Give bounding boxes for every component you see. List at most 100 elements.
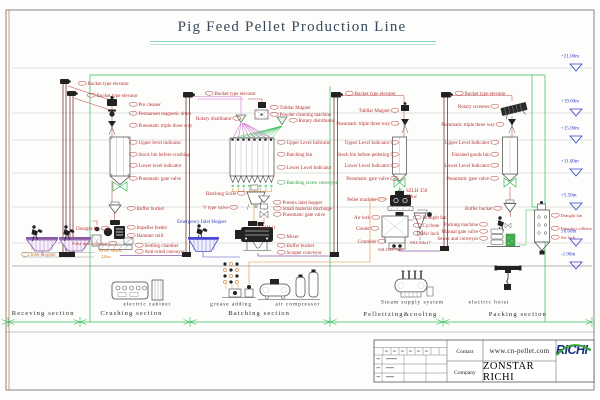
label-draught-fan: Draught fan [412,214,481,226]
inlet-hoppers-icon [26,237,91,252]
label-cyclone: Cyclone [412,222,466,234]
tag-oval-icon [270,112,279,117]
label-air-lock: Air lock [412,230,466,242]
tag-oval-icon [413,231,422,236]
tag-oval-icon [129,123,138,128]
tag-oval-icon [129,102,138,107]
tag-oval-icon [490,152,499,157]
richi-logo-swoosh [556,344,591,356]
tag-oval-icon [237,191,246,196]
tag-oval-icon [108,241,117,246]
label-pneumatic-gate-valve: Pneumatic gate valve [293,175,400,187]
elevation-triangle-icon [569,104,583,122]
label-pre-cleaner: Pre cleaner [128,101,194,113]
mixer-icon [235,221,273,251]
tag-oval-icon [21,252,30,257]
label-air-lock: Air lock [327,214,381,226]
tag-oval-icon [495,122,504,127]
title-block-grid [373,339,595,383]
label-buffer-bucket: Buffer bucket [427,205,503,217]
tag-oval-icon [289,118,298,123]
label-sfsp-66x80: SFSP. 66x80 [99,248,123,253]
tag-oval-icon [129,152,138,157]
tag-oval-icon [273,212,282,217]
elevation-5-50m: +5.50m [561,192,577,198]
elevation-21-00m: +21.00m [561,53,579,59]
label-batching-bin: Batching bin [276,151,348,163]
label-draught-fan: Draught fan [76,225,145,237]
titleblock-contact-label: Contact [456,347,474,355]
tag-oval-icon [479,229,488,234]
tag-oval-icon [277,140,286,145]
tag-oval-icon [87,93,96,98]
label-sewer-and-conveyor: Sewer and conveyor [386,235,489,247]
label-permanent-magnetic-drum: Permanent magnetic drum [128,110,255,122]
label-pneumatic-triple-three-way: Pneumatic triple three way [128,122,256,134]
titleblock-company-value: ZONSTAR RICHI [483,361,535,383]
equipment-icons [26,95,550,301]
label-premix-inlet-hopper: Premix inlet hopper [272,199,372,211]
pelletizing-icons [381,102,432,250]
tag-oval-icon [129,163,138,168]
label-buffer-bucket: Buffer bucket [126,205,202,217]
label-v-type-valve: V type valve [203,204,275,216]
tag-oval-icon [129,176,138,181]
label-sshj-1t: SSHJ.1t [259,225,276,231]
tag-oval-icon [78,81,87,86]
tag-oval-icon [127,233,136,238]
label-upper-level-indicator: Upper Level Indicator [390,139,500,151]
drawing-frame [5,9,595,391]
label-upper-level-indicator: Upper Level Indicator [276,139,386,151]
label-mixer: Mixer [276,233,321,245]
label-55kw: 55kw [406,194,418,200]
elevation-11-00m: +11.00m [561,158,579,164]
tag-oval-icon [413,223,422,228]
tag-oval-icon [277,234,286,239]
tag-oval-icon [273,206,282,211]
tag-oval-icon [277,165,286,170]
label-batching-scale: Batching Scale [206,190,287,202]
tag-oval-icon [490,140,499,145]
label-pellet-machine: Pellet machine [307,196,387,208]
tag-oval-icon [479,236,488,241]
elevation-1-00m: -1.00m [561,251,576,257]
tag-oval-icon [277,152,286,157]
tag-oval-icon [390,163,399,168]
tag-oval-icon [101,226,110,231]
titleblock-contact-value: www.cn-pellet.com [489,347,550,355]
label-tubllar-magnet: Tubllar Magnet [269,104,352,116]
tag-oval-icon [390,152,399,157]
label-small-material-discharge: Small material discharge [272,205,392,217]
batching-top-icons [235,102,288,126]
label-rotary-distributor: Rotary distributor [196,115,288,127]
label-inlet-hopper: Inlet Hopper [20,251,92,263]
distribution-lines [193,96,272,139]
titleblock-company-label: Company [454,368,476,376]
label-bucket-type-elevator: Bucket type elevator [454,90,558,102]
label-lower-level-indicator: Lower level indicator [128,162,235,174]
label-rotary-screener: Rotary screener [416,103,500,115]
tag-oval-icon [390,176,399,181]
label-lower-level-indicator: Lower Level Indicator [289,162,400,174]
elevation-19-00m: +19.00m [561,98,579,104]
tag-oval-icon [377,197,386,202]
worker-figures [31,216,504,242]
label-lower-level-indicator: Lower Level Indicator [389,162,500,174]
grease-adding-icon [222,262,256,298]
tag-oval-icon [127,206,136,211]
electric-cabinet-icon [111,279,164,301]
label-pneumatic-gate-valve: Pneumatic gate valve [393,175,500,187]
tag-oval-icon [129,111,138,116]
tag-oval-icon [229,205,238,210]
tag-oval-icon [370,226,379,231]
label-anti-wind-conveyor: Anti-wind conveyor [134,248,236,260]
label-scraper-conveyor: Scraper conveyor [276,249,367,261]
tag-oval-icon [390,108,399,113]
label-rotary-distributor: Rotary distributor [288,117,380,129]
tag-oval-icon [205,91,214,96]
tag-oval-icon [413,215,422,220]
label-hammer-mill: Hammer mill [126,232,201,244]
